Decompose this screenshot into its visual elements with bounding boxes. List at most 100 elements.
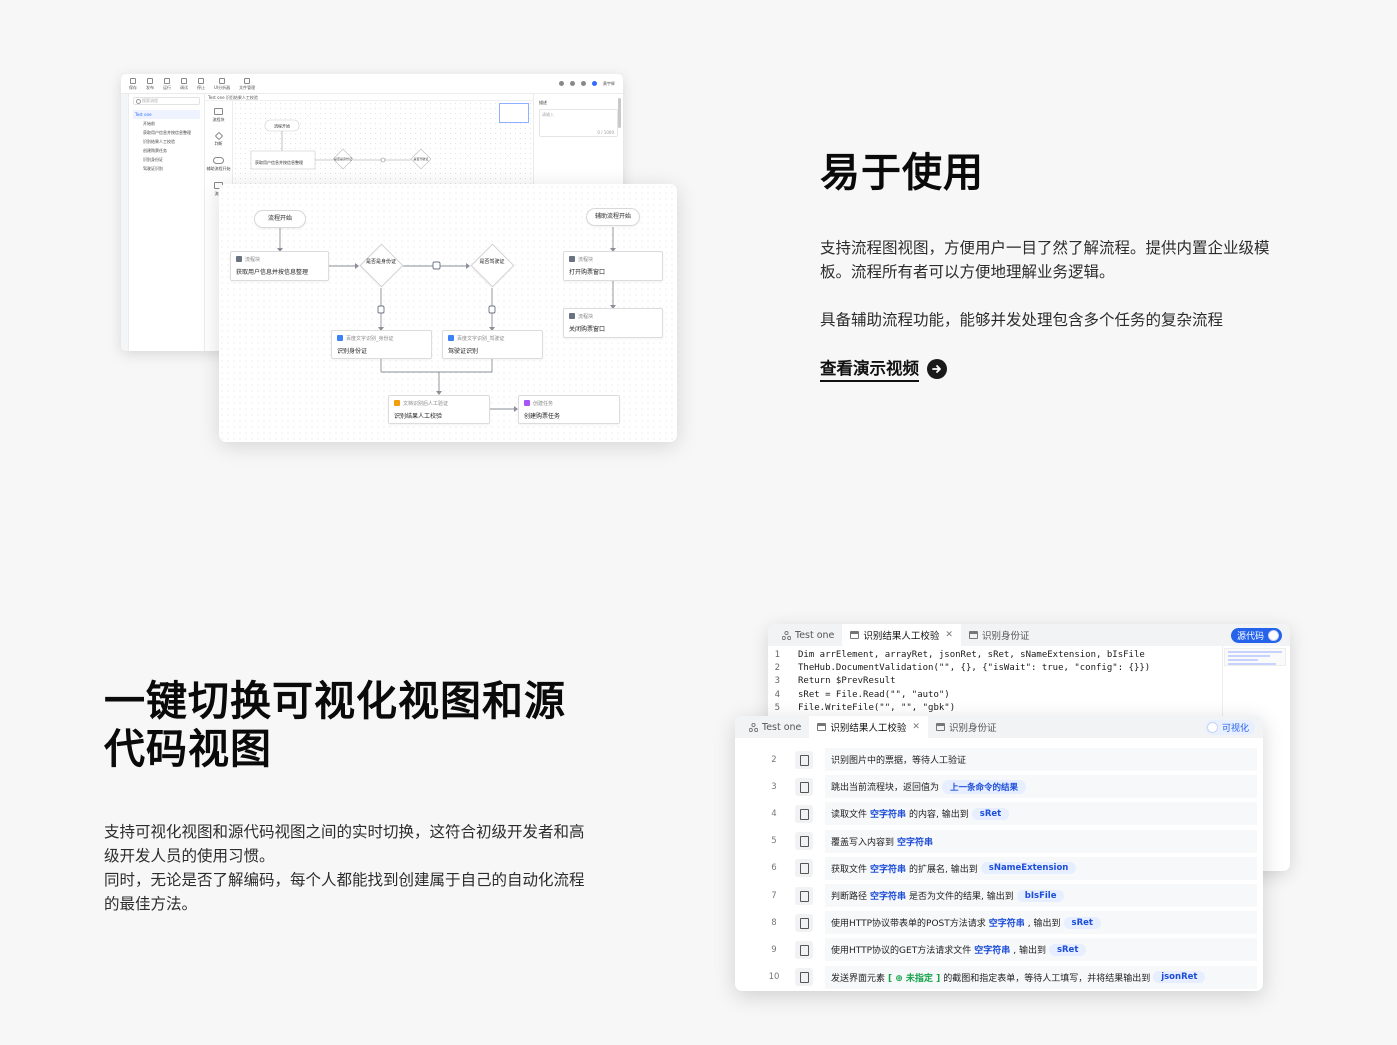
toolbar-debug-button[interactable]: 调试: [180, 77, 188, 90]
char-counter: 0 / 1000: [597, 130, 614, 135]
view-mode-toggle[interactable]: 可视化: [1204, 719, 1255, 735]
layers-icon: [850, 631, 860, 639]
tree-root-item[interactable]: Test one: [133, 110, 200, 119]
editor-tabs[interactable]: Test one 识别结果人工校验: [205, 94, 533, 101]
flow-block-node[interactable]: 流程块 关闭购票窗口: [563, 308, 663, 338]
scrollbar[interactable]: [618, 98, 621, 128]
decision-label: 是否驾驶证: [479, 259, 505, 265]
tree-item[interactable]: 获取用户信息并按信息整理: [143, 130, 191, 135]
minimap[interactable]: [499, 103, 529, 123]
bell-icon[interactable]: [581, 81, 586, 86]
palette-decision[interactable]: 判断: [205, 131, 232, 147]
save-icon: [130, 77, 136, 84]
close-icon[interactable]: ✕: [945, 630, 953, 640]
tab-manual-verify[interactable]: 识别结果人工校验✕: [842, 624, 961, 646]
tree-item[interactable]: 识别身份证: [143, 157, 163, 162]
file-icon: [795, 859, 813, 878]
section-title-easy: 易于使用: [820, 150, 984, 196]
editor-toolbar: 保存 发布 运行 调试 停止 UI分析器 文件管理 黄宇辉: [121, 74, 623, 94]
view-mode-toggle[interactable]: 源代码: [1230, 627, 1282, 643]
stop-icon: [198, 77, 204, 84]
section-paragraph: 支持可视化视图和源代码视图之间的实时切换，这符合初级开发者和高级开发人员的使用习…: [104, 823, 585, 913]
flow-block-node[interactable]: 百度文字识别_身份证 识别身份证: [331, 330, 432, 359]
file-icon: [795, 832, 813, 851]
flow-block-node[interactable]: 流程块 打开购票窗口: [563, 251, 663, 281]
tree-search-input[interactable]: 搜索流程: [133, 97, 200, 105]
arrow-right-icon: [927, 358, 947, 379]
user-name: 黄宇辉: [603, 80, 615, 86]
toggle-knob: [1268, 629, 1279, 641]
toolbar-ui-analyzer-button[interactable]: UI分析器: [214, 77, 230, 90]
flow-block-node[interactable]: 文档识别后人工验证 识别结果人工校验: [388, 395, 490, 424]
sitemap-icon: [781, 630, 792, 640]
toolbar-stop-button[interactable]: 停止: [197, 77, 205, 90]
tab-test-one[interactable]: Test one: [741, 716, 809, 738]
flow-start-node[interactable]: 流程开始: [254, 210, 306, 228]
receipt-icon: [795, 750, 813, 769]
tree-item[interactable]: 创建购票任务: [143, 148, 167, 153]
tab-id-recognition[interactable]: 识别身份证: [928, 716, 1005, 738]
form-icon: [795, 968, 813, 987]
props-label: 描述: [539, 100, 547, 105]
flow-aux-start-node[interactable]: 辅助流程开始: [586, 208, 640, 226]
flow-connectors: [277, 227, 616, 412]
tree-item[interactable]: 识别结果人工校验: [143, 139, 175, 144]
bug-icon: [181, 77, 187, 84]
help-icon[interactable]: [570, 81, 575, 86]
tree-item[interactable]: 驾驶证识别: [143, 166, 163, 171]
toolbar-file-manager-button[interactable]: 文件管理: [239, 77, 255, 90]
left-rail: [121, 94, 129, 351]
tab-test-one[interactable]: Test one: [774, 624, 842, 646]
layers-icon: [817, 723, 827, 731]
avatar[interactable]: [592, 81, 597, 86]
palette-aux-start[interactable]: 辅助流程开始: [205, 157, 232, 172]
section-paragraph: 具备辅助流程功能，能够并发处理包含多个任务的复杂流程: [820, 311, 1224, 329]
close-icon[interactable]: ✕: [912, 722, 920, 732]
diamond-icon: [214, 131, 223, 141]
mini-node-block: 获取用户信息并按信息整理: [255, 159, 303, 165]
watch-demo-link[interactable]: 查看演示视频: [820, 355, 947, 382]
flow-block-node[interactable]: 创建任务 创建购票任务: [518, 395, 620, 424]
block-icon: [214, 108, 223, 115]
section-paragraph: 支持流程图视图，方便用户一目了然了解流程。提供内置企业级模板。流程所有者可以方便…: [820, 239, 1270, 281]
decision-label: 是否是身份证: [365, 259, 396, 265]
file-icon: [795, 804, 813, 823]
layers-icon: [935, 723, 945, 731]
http-icon: [795, 913, 813, 932]
flow-block-node[interactable]: 流程块 获取用户信息并按信息整理: [230, 251, 329, 281]
toolbar-run-button[interactable]: 运行: [163, 77, 171, 90]
code-minimap[interactable]: [1224, 648, 1286, 666]
mini-node-start: 流程开始: [274, 123, 290, 129]
analyzer-icon: [219, 77, 226, 84]
toolbar-publish-button[interactable]: 发布: [146, 77, 154, 90]
demo-link-label: 查看演示视频: [820, 355, 919, 382]
tab-manual-verify[interactable]: 识别结果人工校验✕: [809, 716, 928, 738]
code-text: Return $PrevResult: [798, 676, 896, 687]
toolbar-save-button[interactable]: 保存: [129, 77, 137, 90]
toolbar-right: 黄宇辉: [559, 81, 615, 87]
settings-icon[interactable]: [559, 81, 564, 86]
back-flow-diagram: 流程开始 获取用户信息并按信息整理 是否是身份证 是否驾驶证: [250, 119, 432, 170]
description-input[interactable]: 请输入 0 / 1000: [539, 109, 618, 137]
palette-block[interactable]: 流程块: [205, 108, 232, 123]
tree-item[interactable]: 开始前: [143, 121, 155, 126]
code-text: Dim arrElement, arrayRet, jsonRet, sRet,…: [798, 649, 1145, 660]
tab-id-recognition[interactable]: 识别身份证: [961, 624, 1038, 646]
flow-block-node[interactable]: 百度文字识别_驾驶证 驾驶证识别: [442, 330, 543, 359]
file-icon: [795, 886, 813, 905]
flowchart-screenshot-front: 流程开始 辅助流程开始 流程块 获取用户信息并按信息整理 流程块 打开购票窗口 …: [219, 184, 677, 442]
publish-icon: [147, 77, 153, 84]
